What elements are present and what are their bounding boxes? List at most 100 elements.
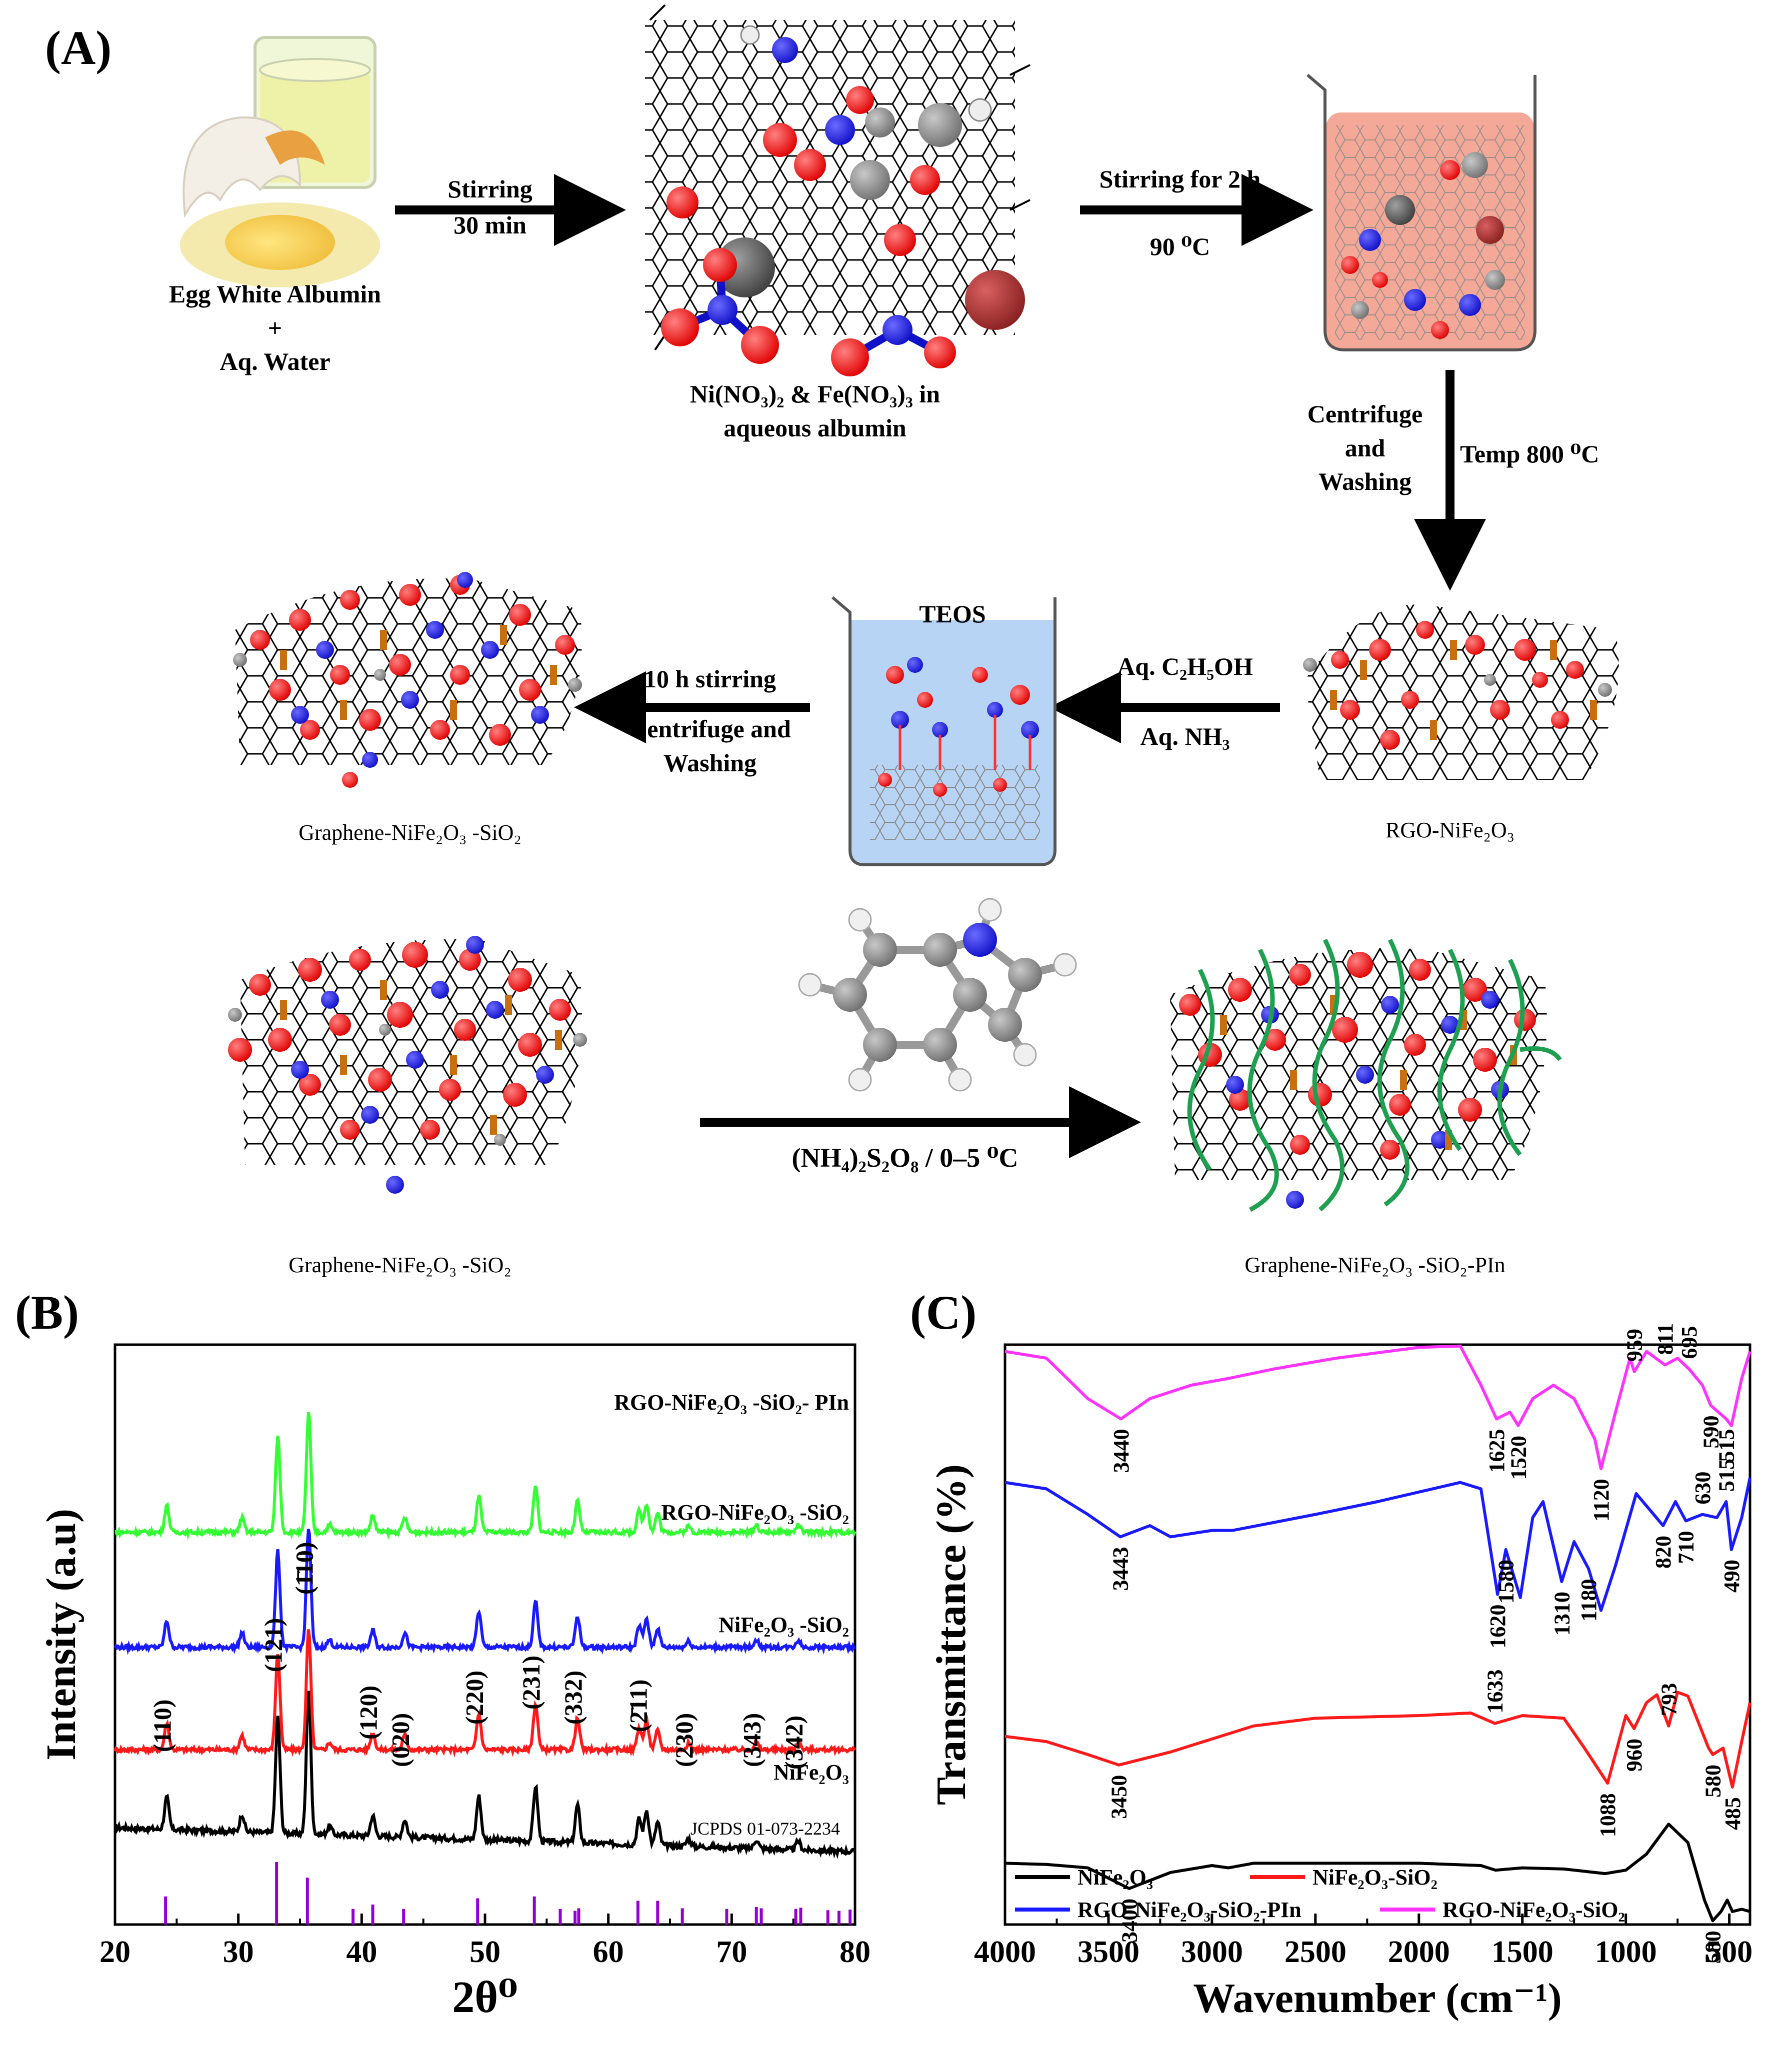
xrd-tick-label: 40	[346, 1935, 377, 1969]
step5-line-2: Centrifuge and	[629, 715, 791, 743]
xrd-series-line	[114, 1529, 856, 1656]
xrd-miller-label: (120)	[354, 1686, 382, 1740]
ftir-peak-label: 1088	[1596, 1793, 1620, 1837]
xrd-miller-label: (110)	[148, 1699, 176, 1752]
ftir-legend-label: NiFe₂O₃-SiO₂	[1312, 1865, 1438, 1890]
xrd-tick-label: 20	[100, 1935, 130, 1969]
ftir-peak-label: 580	[1701, 1931, 1726, 1964]
xrd-series-label: RGO-NiFe₂O₃ -SiO₂	[661, 1500, 849, 1525]
xrd-miller-label: (2̄11)	[624, 1679, 652, 1732]
ftir-tick-label: 1500	[1492, 1935, 1554, 1969]
ftir-peak-label: 3450	[1107, 1775, 1132, 1819]
xrd-tick-label: 30	[223, 1935, 254, 1969]
ftir-peak-label: 515	[1714, 1429, 1738, 1462]
xrd-series-line	[114, 1412, 856, 1540]
xrd-series-label: RGO-NiFe₂O₃ -SiO₂- PIn	[614, 1390, 849, 1415]
ftir-tick-label: 500	[1706, 1935, 1752, 1969]
ftir-legend: NiFe₂O₃ NiFe₂O₃-SiO₂ RGO-NiFe₂O₃-SiO₂-PIn R…	[1015, 1865, 1625, 1922]
xrd-miller-label: (1̄10)	[290, 1542, 318, 1595]
xrd-series-line	[114, 1691, 856, 1860]
ftir-peak-label: 710	[1674, 1531, 1698, 1564]
ftir-peak-label: 960	[1622, 1739, 1646, 1772]
step3-right: Temp 800 ⁰C	[1460, 440, 1600, 468]
ftir-legend-label: RGO-NiFe₂O₃-SiO₂	[1442, 1898, 1625, 1922]
xrd-ylabel: Intensity (a.u)	[38, 1509, 84, 1761]
rgo-label: RGO-NiFe₂O₃	[1385, 818, 1514, 842]
ftir-tick-label: 3000	[1181, 1935, 1243, 1969]
ftir-annotations: 3400580345016331088960793580485344316201…	[1107, 1323, 1745, 1964]
nitrate-line-2: aqueous albumin	[724, 413, 906, 442]
xrd-series-label: NiFe₂O₃ -SiO₂	[718, 1613, 849, 1637]
step2-line-2: 90 ⁰C	[1150, 232, 1210, 260]
ftir-tick-label: 3500	[1078, 1935, 1140, 1969]
egg-caption: Egg White Albumin + Aq. Water	[120, 277, 430, 379]
step4-line-1: Aq. C₂H₅OH	[1117, 652, 1253, 680]
xrd-series: NiFe₂O₃ NiFe₂O₃ -SiO₂ RGO-NiFe₂O₃ -SiO₂ RGO…	[114, 1390, 856, 1860]
ftir-tick-label: 2500	[1284, 1935, 1346, 1969]
xrd-miller-label: (220)	[460, 1671, 488, 1725]
panel-label-a: (A)	[45, 21, 112, 74]
xrd-ylabel-text: Intensity (a.u)	[38, 1509, 84, 1761]
xrd-reference-lines: JCPDS 01-073-2234	[164, 1819, 852, 1925]
step3-left-line-1: Centrifuge	[1307, 400, 1423, 428]
ftir-peak-label: 3443	[1108, 1547, 1133, 1591]
xrd-miller-label: (343)	[738, 1713, 766, 1767]
ftir-ylabel: Transmittance (%)	[928, 1464, 974, 1805]
xrd-annotations: (110)(121)(1̄10)(120)(020)(220)(231)(332…	[148, 1542, 808, 1770]
graphene-nife2o3-sio2-structure-2	[228, 936, 587, 1194]
ftir-peak-label: 580	[1701, 1765, 1726, 1798]
ftir-legend-label: NiFe₂O₃	[1078, 1865, 1153, 1890]
step6-caption: (NH₄)₂S₂O₈ / 0–5 ⁰C	[792, 1143, 1018, 1173]
graphene-nife2o3-sio2-pin-structure	[1170, 938, 1562, 1212]
egg-line-1: Egg White Albumin	[168, 280, 382, 308]
egg-line-2: Aq. Water	[220, 347, 330, 375]
ftir-peak-label: 485	[1720, 1797, 1745, 1830]
ftir-peak-label: 515	[1714, 1459, 1738, 1492]
synthesis-scheme	[180, 4, 1619, 1212]
ftir-series-line	[1004, 1477, 1752, 1612]
step2-line-1: Stirring for 2 h	[1099, 165, 1261, 193]
ftir-xlabel: Wavenumber (cm⁻¹)	[1193, 1975, 1562, 2022]
ftir-peak-label: 1180	[1576, 1579, 1601, 1622]
teos-label: TEOS	[919, 600, 986, 628]
ftir-tick-label: 2000	[1388, 1935, 1450, 1969]
ftir-legend-label: RGO-NiFe₂O₃-SiO₂-PIn	[1078, 1898, 1302, 1922]
step1-line-2: 30 min	[454, 210, 526, 239]
ftir-frame	[1004, 1343, 1752, 1926]
ftir-peak-label: 1620	[1486, 1605, 1510, 1649]
rgo-nife2o3-structure	[1303, 604, 1619, 780]
step3-left-line-3: Washing	[1318, 467, 1412, 495]
ftir-peak-label: 1120	[1589, 1479, 1614, 1522]
egg-plus: +	[268, 313, 282, 342]
ftir-peak-label: 590	[1698, 1416, 1723, 1449]
ftir-series-line	[1004, 1691, 1752, 1789]
ftir-peak-label: 1633	[1483, 1670, 1508, 1714]
egg-albumin-illustration	[180, 36, 380, 287]
panel-label-c: (C)	[910, 1286, 977, 1339]
xrd-miller-label: (231)	[517, 1656, 545, 1710]
nitrate-line-1: Ni(NO₃)₂ & Fe(NO₃)₃ in	[690, 380, 940, 408]
step5-caption-lower: Centrifuge and Washing	[600, 712, 820, 780]
gns-label: Graphene-NiFe₂O₃ -SiO₂	[298, 820, 522, 845]
step1-caption: Stirring 30 min	[390, 172, 590, 242]
step1-line-1: Stirring	[448, 175, 532, 203]
step3-left-caption: Centrifuge and Washing	[1280, 397, 1450, 499]
xrd-xlabel: 2θ⁰	[452, 1973, 518, 2022]
ftir-peak-label: 3440	[1109, 1429, 1134, 1473]
ftir-peak-label: 793	[1656, 1683, 1681, 1716]
ftir-peak-label: 695	[1677, 1326, 1702, 1359]
ftir-peak-label: 820	[1651, 1536, 1676, 1569]
graphene-nife2o3-sio2-structure	[233, 572, 582, 788]
ftir-peak-label: 490	[1720, 1560, 1744, 1593]
ftir-peak-label: 959	[1622, 1329, 1647, 1362]
ftir-series-line	[1004, 1344, 1752, 1471]
xrd-tick-label: 60	[593, 1935, 624, 1969]
xrd-series-line	[114, 1629, 856, 1758]
step5-line-1: 10 h stirring	[644, 665, 776, 693]
xrd-series-label: NiFe₂O₃	[774, 1760, 849, 1785]
graphene-nitrate-molecule	[645, 4, 1030, 376]
